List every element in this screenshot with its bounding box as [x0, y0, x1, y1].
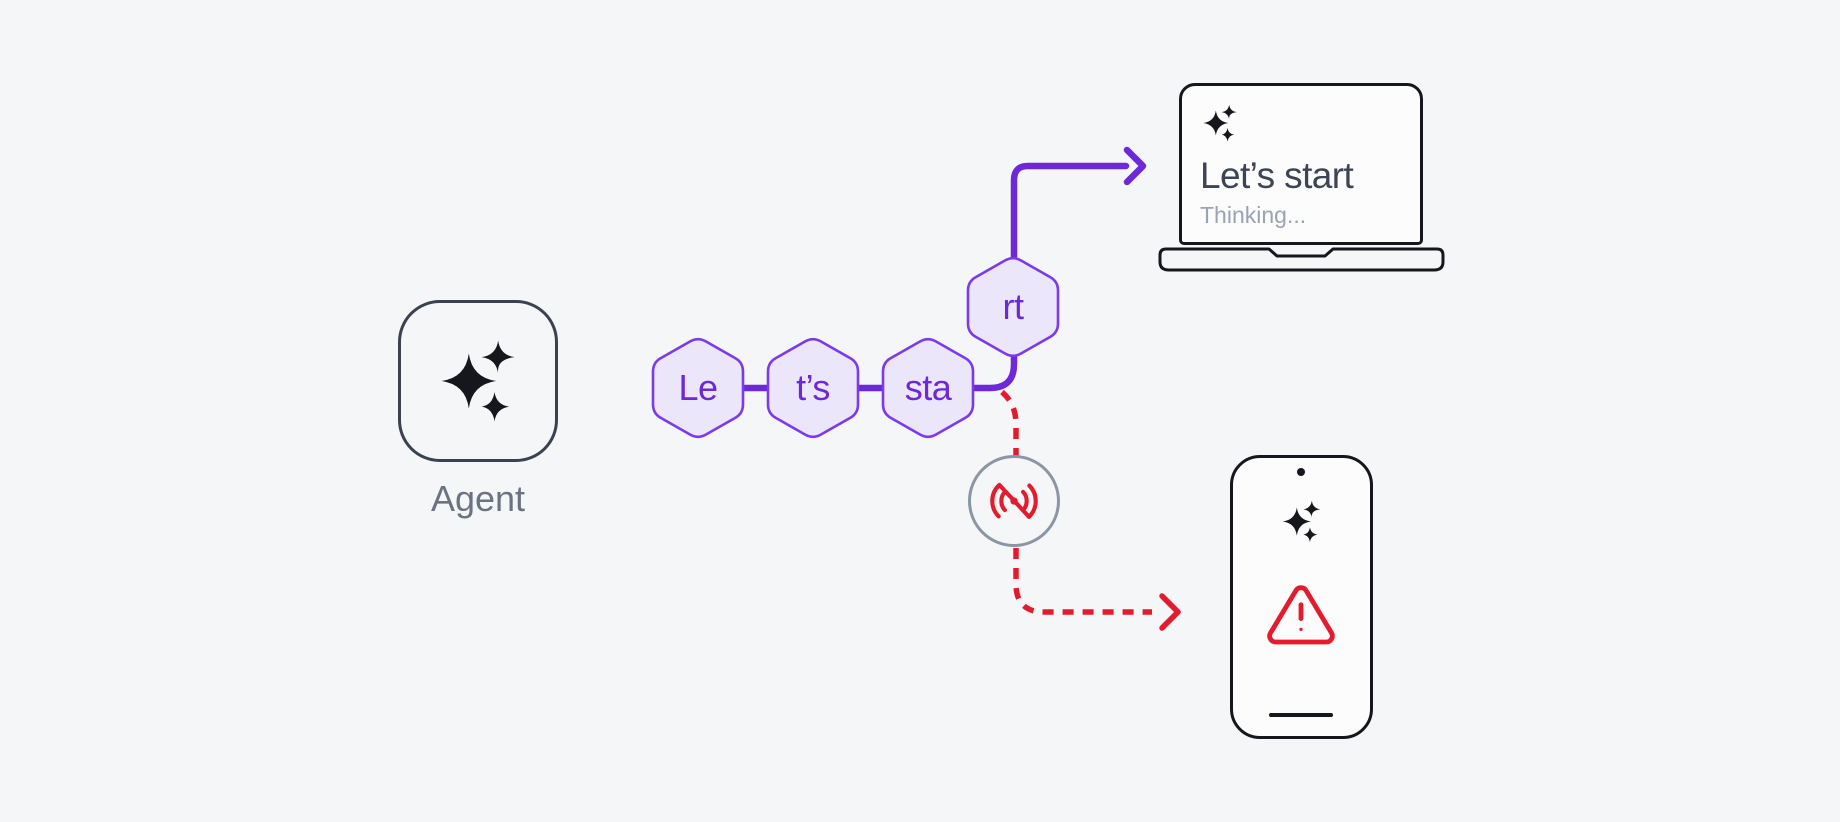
token-hex-2: t’s: [766, 337, 860, 439]
laptop-message: Let’s start: [1200, 155, 1354, 196]
warning-triangle-icon: [1267, 585, 1335, 645]
agent-label: Agent: [430, 478, 526, 519]
stream-arrowhead-icon: [1123, 146, 1147, 186]
sparkles-icon: [1203, 104, 1237, 142]
laptop-status: Thinking...: [1200, 202, 1307, 228]
sparkles-icon: [441, 340, 515, 422]
laptop-screen: Let’s start Thinking...: [1179, 83, 1423, 245]
agent-node: [398, 300, 558, 462]
laptop: Let’s start Thinking...: [1157, 80, 1447, 275]
camera-dot: [1297, 468, 1305, 476]
hexagon-shape: [966, 256, 1060, 358]
token-label: t’s: [796, 367, 830, 408]
home-bar: [1269, 712, 1333, 717]
blocked-arrowhead-icon: [1159, 593, 1181, 631]
token-hex-4: rt: [966, 256, 1060, 358]
hexagon-shape: [881, 337, 975, 439]
signal-off-icon: [990, 482, 1038, 519]
token-label: sta: [904, 367, 952, 408]
sparkles-icon: [1282, 500, 1321, 543]
token-label: rt: [1002, 286, 1025, 327]
phone: [1230, 455, 1373, 739]
token-hex-1: Le: [651, 337, 745, 439]
hexagon-shape: [651, 337, 745, 439]
token-hex-3: sta: [881, 337, 975, 439]
signal-off-badge: [968, 455, 1060, 547]
token-label: Le: [678, 367, 718, 408]
hexagon-shape: [766, 337, 860, 439]
laptop-base: [1158, 247, 1445, 272]
blocked-connector: [1000, 389, 1152, 615]
